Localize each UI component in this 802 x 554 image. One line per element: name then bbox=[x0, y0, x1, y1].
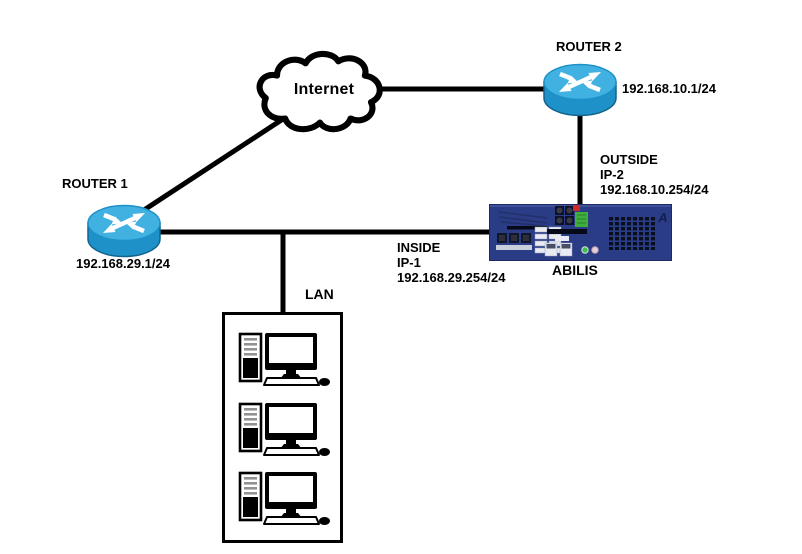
red-port bbox=[573, 205, 580, 211]
usb-ports bbox=[544, 242, 573, 257]
outside-port: IP-2 bbox=[600, 167, 624, 182]
router-arrows-icon bbox=[559, 71, 601, 93]
outside-name: OUTSIDE bbox=[600, 152, 658, 167]
router2-name: ROUTER 2 bbox=[556, 39, 622, 54]
outside-interface-label: OUTSIDE IP-2 192.168.10.254/24 bbox=[600, 152, 708, 197]
lan-label: LAN bbox=[305, 286, 334, 302]
connector-cluster bbox=[547, 205, 588, 241]
router2-icon bbox=[543, 63, 617, 117]
router1-icon bbox=[87, 204, 161, 258]
inside-ip: 192.168.29.254/24 bbox=[397, 270, 506, 285]
vent-grid bbox=[609, 217, 656, 250]
green-led bbox=[581, 246, 589, 254]
device-badge: A bbox=[657, 210, 667, 225]
workstation-icon bbox=[238, 332, 330, 386]
inside-name: INSIDE bbox=[397, 240, 441, 255]
router1-ip: 192.168.29.1/24 bbox=[76, 256, 170, 271]
router2-ip: 192.168.10.1/24 bbox=[622, 81, 716, 96]
internet-label: Internet bbox=[293, 81, 355, 98]
router-arrows-icon bbox=[103, 212, 145, 234]
router1-name: ROUTER 1 bbox=[62, 176, 128, 191]
workstation-icon bbox=[238, 471, 330, 525]
pink-led bbox=[591, 246, 599, 254]
abilis-device-icon: A bbox=[489, 204, 672, 261]
link-internet-router1 bbox=[139, 114, 288, 215]
device-ports bbox=[496, 233, 532, 250]
lan-box bbox=[222, 312, 343, 543]
workstation-icon bbox=[238, 402, 330, 456]
internet-cloud-icon bbox=[256, 50, 383, 133]
inside-interface-label: INSIDE IP-1 192.168.29.254/24 bbox=[397, 240, 505, 285]
slot-lines bbox=[498, 211, 548, 227]
abilis-label: ABILIS bbox=[552, 262, 598, 278]
outside-ip: 192.168.10.254/24 bbox=[600, 182, 709, 197]
inside-port: IP-1 bbox=[397, 255, 421, 270]
